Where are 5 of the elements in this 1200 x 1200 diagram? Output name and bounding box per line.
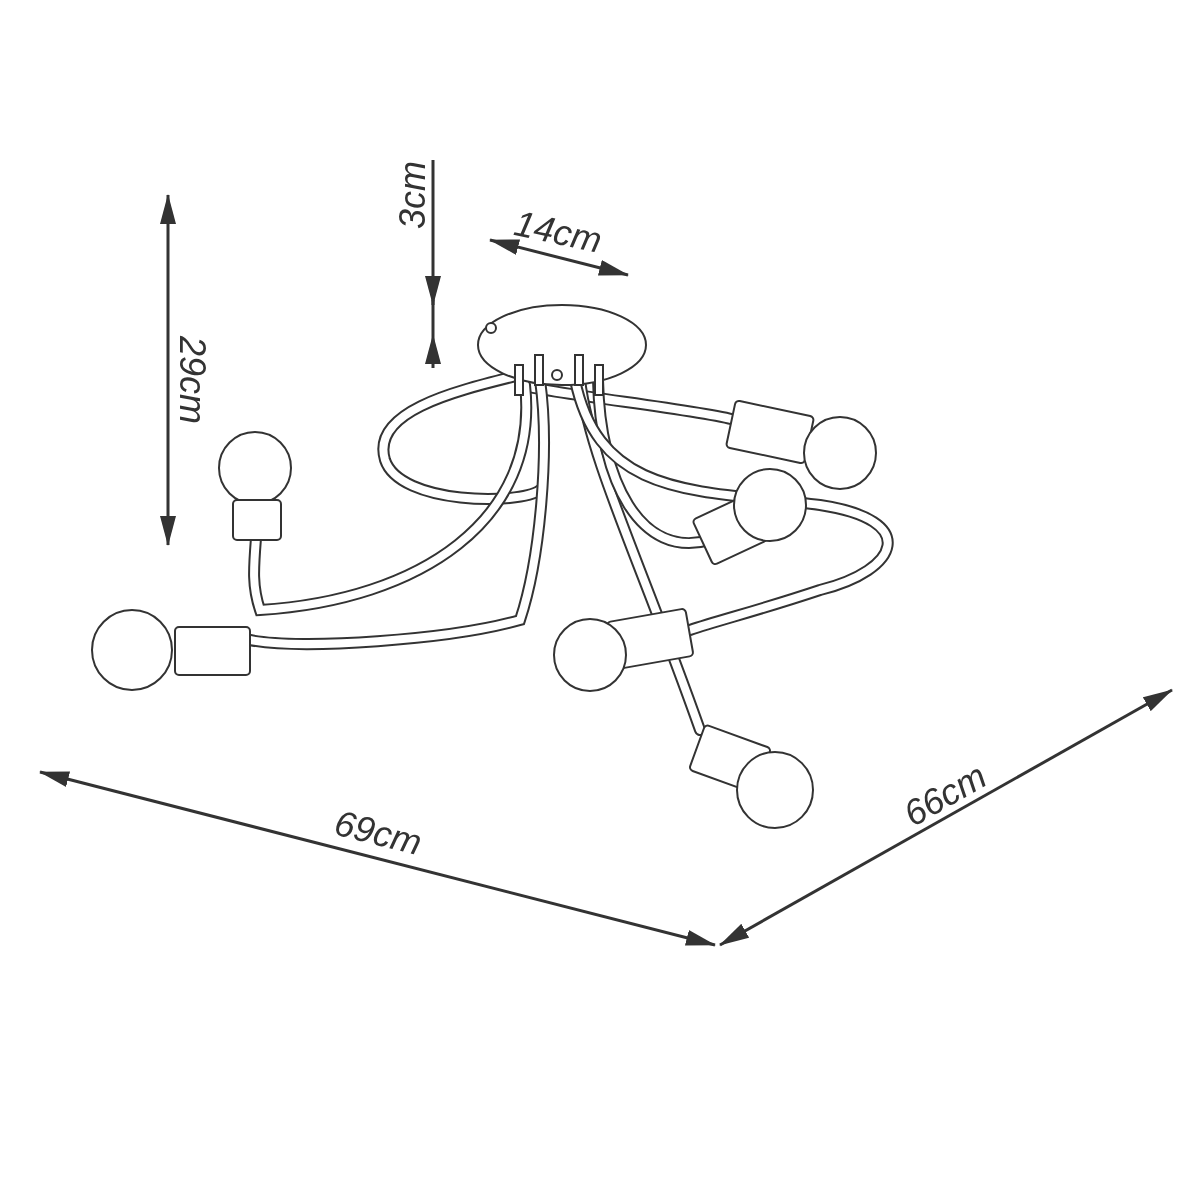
- dimension-label: 66cm: [897, 757, 993, 833]
- dimension-label: 14cm: [511, 205, 605, 259]
- dimension-label: 29cm: [174, 336, 210, 424]
- dimension-label: 69cm: [330, 804, 426, 862]
- dimension-label: 3cm: [395, 161, 431, 229]
